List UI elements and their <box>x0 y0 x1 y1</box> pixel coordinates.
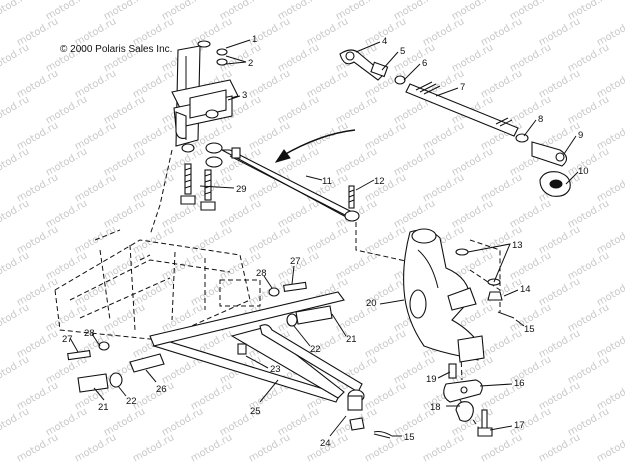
watermark-text: motod.ru <box>15 432 60 464</box>
callout-1: 1 <box>252 34 257 45</box>
callout-22-left: 22 <box>126 396 137 407</box>
watermark-text: motod.ru <box>189 432 234 464</box>
callout-11: 11 <box>322 176 332 187</box>
a-arm-hardware <box>67 281 393 439</box>
callout-5: 5 <box>400 46 405 57</box>
callout-25: 25 <box>250 406 261 417</box>
callout-29: 29 <box>236 184 247 195</box>
watermark-text: motod.ru <box>595 380 625 412</box>
steering-post-assembly <box>171 40 239 147</box>
callout-17: 17 <box>514 420 525 431</box>
plate-ball-joint <box>443 363 493 437</box>
watermark-text: motod.ru <box>595 432 625 464</box>
callout-13: 13 <box>512 240 523 251</box>
frame-ghost <box>54 229 261 341</box>
watermark-text: motod.ru <box>595 120 625 152</box>
washers-nuts-right <box>455 248 515 319</box>
callout-20: 20 <box>366 298 377 309</box>
callout-4: 4 <box>382 36 387 47</box>
watermark-text: motod.ru <box>537 432 582 464</box>
callout-12: 12 <box>374 176 385 187</box>
spindle-knuckle <box>403 228 485 363</box>
watermark-text: motod.ru <box>0 302 31 334</box>
callout-21-left: 21 <box>98 402 109 413</box>
watermark-text: motod.ru <box>421 432 466 464</box>
watermark-text: motod.ru <box>0 42 31 74</box>
callout-19: 19 <box>426 374 437 385</box>
callout-7: 7 <box>460 82 465 93</box>
callout-28-right: 28 <box>256 268 267 279</box>
watermark-text: motod.ru <box>247 432 292 464</box>
direction-arrow <box>274 129 356 163</box>
callout-14: 14 <box>520 284 531 295</box>
callout-6: 6 <box>422 58 427 69</box>
callout-27-right: 27 <box>290 256 301 267</box>
watermark-text: motod.ru <box>595 328 625 360</box>
callout-23: 23 <box>270 364 281 375</box>
callout-26: 26 <box>156 384 167 395</box>
watermark-text: motod.ru <box>595 172 625 204</box>
watermark-text: motod.ru <box>0 198 31 230</box>
callout-9: 9 <box>578 130 583 141</box>
callout-24: 24 <box>320 438 331 449</box>
tie-rod-short <box>221 147 360 222</box>
watermark-text: motod.ru <box>479 432 524 464</box>
watermark-text: motod.ru <box>0 406 31 438</box>
watermark-text: motod.ru <box>0 0 31 23</box>
callout-15-upper: 15 <box>524 324 535 335</box>
callout-21-right: 21 <box>346 334 357 345</box>
copyright-text: © 2000 Polaris Sales Inc. <box>60 44 172 55</box>
callout-8: 8 <box>538 114 543 125</box>
callout-15-lower: 15 <box>404 432 415 443</box>
watermark-text: motod.ru <box>595 68 625 100</box>
watermark-text: motod.ru <box>0 250 31 282</box>
callout-10: 10 <box>578 166 589 177</box>
callout-2: 2 <box>248 58 253 69</box>
a-arm <box>129 291 365 411</box>
watermark-text: motod.ru <box>595 16 625 48</box>
callout-numbers: 1 2 3 4 5 6 7 8 9 10 11 12 13 14 15 16 1… <box>62 34 589 449</box>
watermark-text: motod.ru <box>595 224 625 256</box>
watermark-text: motod.ru <box>0 146 31 178</box>
callout-22-right: 22 <box>310 344 321 355</box>
callout-28-left: 28 <box>84 328 95 339</box>
callout-18: 18 <box>430 402 441 413</box>
callout-27-left: 27 <box>62 334 73 345</box>
watermark-text: motod.ru <box>0 354 31 386</box>
callout-16: 16 <box>514 378 525 389</box>
watermark-text: motod.ru <box>73 432 118 464</box>
callout-3: 3 <box>242 90 247 101</box>
leader-lines <box>69 39 579 437</box>
tie-rod-long <box>339 49 571 197</box>
bracket-bolts <box>180 142 223 211</box>
watermark-text: motod.ru <box>131 432 176 464</box>
watermark-text: motod.ru <box>595 276 625 308</box>
watermark-text: motod.ru <box>0 94 31 126</box>
